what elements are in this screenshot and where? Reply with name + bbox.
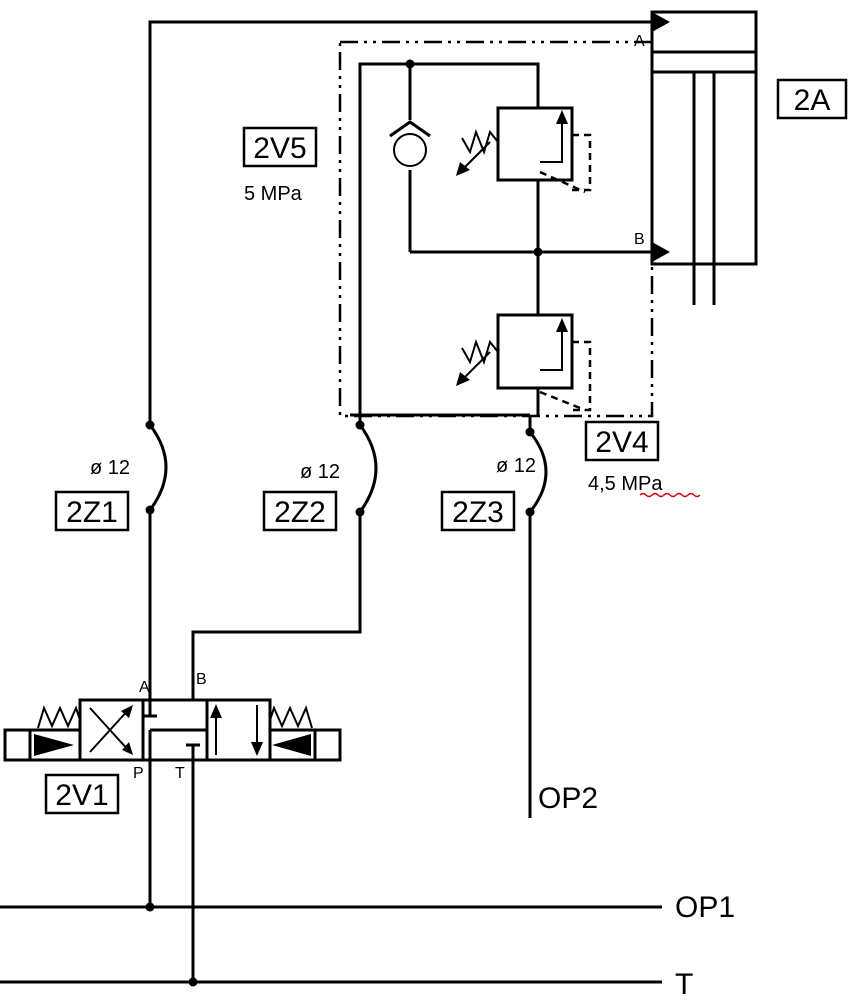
label-2z2: 2Z2 — [274, 496, 326, 529]
label-2v5-pressure: 5 MPa — [244, 183, 303, 205]
port-b-arrow — [652, 242, 670, 262]
valve-port-p: P — [133, 765, 144, 782]
valve-2v4-spring — [461, 338, 499, 366]
check-valve-seat — [389, 120, 431, 138]
label-2v1: 2V1 — [55, 779, 108, 812]
junctions — [145, 59, 543, 987]
cylinder-port-b: B — [634, 231, 645, 248]
restrictor-2z3-dot-bottom — [525, 507, 535, 517]
pipe-module-top-loop — [358, 62, 540, 415]
parallel-arrow-down-head — [251, 742, 263, 756]
valve-2v4-pilot-line — [572, 340, 592, 412]
valve-port-b: B — [196, 671, 207, 688]
valve-2v4-arrowhead — [556, 318, 568, 332]
valve-2v4-flow-arrow — [540, 324, 563, 371]
cross-arrow-1-head — [122, 742, 133, 755]
label-2v5-box — [242, 126, 318, 168]
solenoid-left-arrow — [34, 734, 74, 756]
restrictor-2z2-dot-top — [355, 420, 365, 430]
restrictor-2z1-arc — [148, 424, 168, 511]
label-2v4-pressure: 4,5 MPa — [588, 473, 663, 495]
pipe-to-port-a — [148, 20, 652, 425]
restrictor-2z1-dot-bottom — [145, 505, 155, 515]
cylinder-label: 2A — [794, 84, 831, 117]
label-2z3: 2Z3 — [452, 496, 504, 529]
junction-dot — [405, 59, 415, 69]
label-2v5: 2V5 — [253, 132, 306, 165]
port-a-arrow — [652, 12, 670, 32]
cylinder-label-box — [776, 78, 848, 120]
label-2z1: 2Z1 — [66, 496, 118, 529]
cylinder-body — [650, 10, 758, 266]
label-2z2-box — [262, 490, 338, 532]
pipework — [0, 20, 662, 984]
label-2v4: 2V4 — [595, 426, 648, 459]
label-2z3-box — [440, 490, 516, 532]
label-2z1-diameter: ø 12 — [90, 457, 130, 479]
valve-port-a: A — [139, 679, 150, 696]
spring-left — [37, 705, 81, 729]
label-2v4-box — [584, 420, 660, 462]
junction-dot — [533, 247, 543, 257]
junction-dot — [145, 902, 155, 912]
valve-2v5-arrowhead — [556, 110, 568, 124]
spellcheck-underline — [639, 492, 701, 498]
check-valve — [389, 120, 431, 167]
junction-dot — [188, 977, 198, 987]
label-tank: T — [675, 968, 693, 1000]
pressure-valve-2v4 — [456, 313, 592, 412]
valve-2v5-pilot-diag — [539, 170, 586, 194]
restrictor-2z2-dot-bottom — [355, 507, 365, 517]
restrictor-2z1 — [145, 420, 168, 515]
label-2z3-diameter: ø 12 — [496, 455, 536, 477]
restrictor-2z2-arc — [358, 424, 378, 513]
label-op1: OP1 — [675, 891, 735, 924]
parallel-arrow-up-head — [210, 704, 222, 718]
check-valve-ball — [393, 133, 427, 167]
cross-arrow-2-head — [121, 705, 133, 718]
restrictor-2z1-dot-top — [145, 420, 155, 430]
restrictor-2z2 — [355, 420, 378, 517]
valve-2v4-adjust-head — [456, 372, 470, 386]
valve-port-t: T — [175, 765, 185, 782]
valve-2v5-flow-arrow — [540, 116, 563, 163]
restrictor-2z3-arc — [528, 431, 548, 513]
label-2z1-box — [54, 490, 130, 532]
valve-2v5-pilot-line — [572, 133, 592, 192]
solenoid-right-arrow — [272, 734, 311, 756]
cross-arrow-2 — [89, 707, 131, 753]
spring-right — [269, 705, 313, 729]
restrictor-2z3-dot-top — [525, 427, 535, 437]
pressure-valve-2v5 — [456, 106, 592, 194]
label-2z2-diameter: ø 12 — [300, 461, 340, 483]
cylinder-2a — [650, 10, 758, 305]
label-op2: OP2 — [538, 782, 598, 815]
valve-2v5-adjust-head — [456, 162, 470, 176]
label-2v1-box — [44, 773, 120, 815]
valve-2v4-pilot-diag — [539, 390, 586, 412]
valve-2v5-spring — [461, 128, 499, 156]
restrictor-2z3 — [525, 427, 548, 517]
pipe-valve-b-to-2z2 — [191, 512, 362, 700]
valve-module-boundary — [338, 40, 654, 418]
directional-valve-2v1 — [3, 698, 342, 762]
